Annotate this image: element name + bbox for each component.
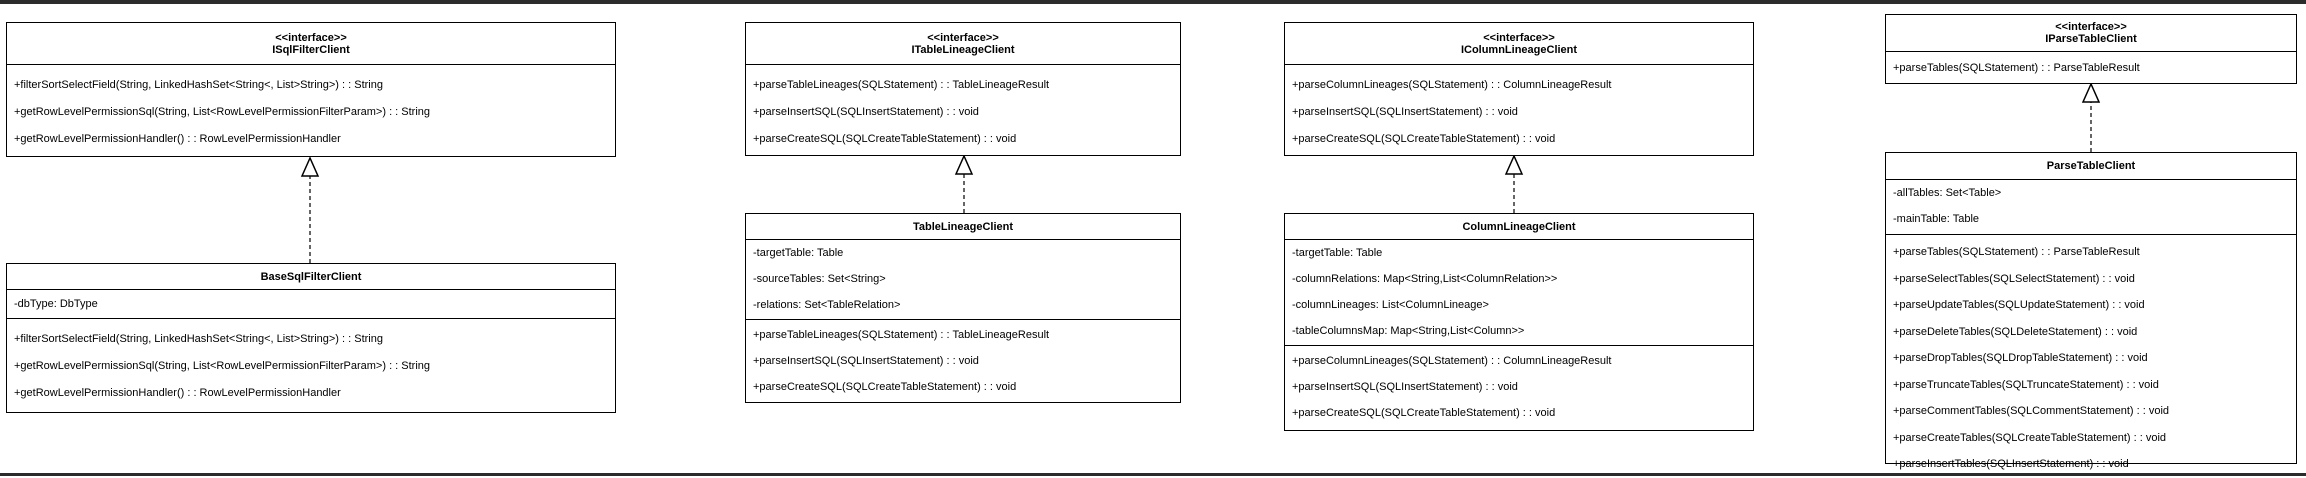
realization-arrow-basesqlfilter <box>300 156 320 263</box>
operations-compartment: +filterSortSelectField(String, LinkedHas… <box>7 65 615 152</box>
class-tablelineageclient[interactable]: TableLineageClient -targetTable: Table -… <box>745 213 1181 403</box>
bottom-frame-border <box>0 473 2306 476</box>
operations-compartment: +filterSortSelectField(String, LinkedHas… <box>7 319 615 406</box>
attributes-compartment: -dbType: DbType <box>7 290 615 319</box>
operation-row: +parseInsertSQL(SQLInsertStatement) : : … <box>753 355 979 367</box>
operations-compartment: +parseColumnLineages(SQLStatement) : : C… <box>1285 65 1753 152</box>
operations-compartment: +parseTableLineages(SQLStatement) : : Ta… <box>746 320 1180 400</box>
operation-row: +parseDeleteTables(SQLDeleteStatement) :… <box>1893 325 2138 338</box>
class-name: BaseSqlFilterClient <box>260 270 362 283</box>
class-name: ITableLineageClient <box>911 43 1015 56</box>
class-stereotype: <<interface>> <box>275 31 347 44</box>
realization-arrow-tablelineage <box>954 154 974 213</box>
attribute-row: -allTables: Set<Table> <box>1893 187 2002 199</box>
operation-row: +parseSelectTables(SQLSelectStatement) :… <box>1893 272 2135 285</box>
operation-row: +parseInsertSQL(SQLInsertStatement) : : … <box>1292 381 1518 393</box>
class-stereotype: <<interface>> <box>927 31 999 44</box>
class-iparsetableclient[interactable]: <<interface>> IParseTableClient +parseTa… <box>1885 14 2297 84</box>
operation-row: +parseInsertSQL(SQLInsertStatement) : : … <box>1292 105 1518 118</box>
realization-arrow-columnlineage <box>1504 154 1524 213</box>
class-itablelineageclient[interactable]: <<interface>> ITableLineageClient +parse… <box>745 22 1181 156</box>
class-header: TableLineageClient <box>746 214 1180 240</box>
class-isqlfilterclient[interactable]: <<interface>> ISqlFilterClient +filterSo… <box>6 22 616 157</box>
attributes-compartment: -targetTable: Table -columnRelations: Ma… <box>1285 240 1753 346</box>
class-header: ColumnLineageClient <box>1285 214 1753 240</box>
operation-row: +parseCommentTables(SQLCommentStatement)… <box>1893 405 2170 418</box>
class-header: ParseTableClient <box>1886 153 2296 180</box>
operation-row: +parseCreateSQL(SQLCreateTableStatement)… <box>753 381 1017 393</box>
attribute-row: -dbType: DbType <box>14 297 98 310</box>
operations-compartment: +parseTables(SQLStatement) : : ParseTabl… <box>1886 235 2296 478</box>
class-columnlineageclient[interactable]: ColumnLineageClient -targetTable: Table … <box>1284 213 1754 431</box>
operation-row: +parseColumnLineages(SQLStatement) : : C… <box>1292 355 1612 367</box>
operations-compartment: +parseColumnLineages(SQLStatement) : : C… <box>1285 346 1753 426</box>
class-name: ISqlFilterClient <box>272 43 350 56</box>
class-header: <<interface>> IColumnLineageClient <box>1285 23 1753 65</box>
class-header: <<interface>> ITableLineageClient <box>746 23 1180 65</box>
operation-row: +parseCreateSQL(SQLCreateTableStatement)… <box>753 132 1017 145</box>
class-name: IColumnLineageClient <box>1460 43 1578 56</box>
operations-compartment: +parseTableLineages(SQLStatement) : : Ta… <box>746 65 1180 152</box>
operation-row: +parseTruncateTables(SQLTruncateStatemen… <box>1893 378 2159 391</box>
attributes-compartment: -allTables: Set<Table> -mainTable: Table <box>1886 180 2296 235</box>
class-stereotype: <<interface>> <box>1483 31 1555 44</box>
operation-row: +parseInsertTables(SQLInsertStatement) :… <box>1893 458 2129 471</box>
operation-row: +filterSortSelectField(String, LinkedHas… <box>14 332 383 345</box>
class-icolumnlineageclient[interactable]: <<interface>> IColumnLineageClient +pars… <box>1284 22 1754 156</box>
top-frame-border <box>0 0 2306 4</box>
operation-row: +parseCreateTables(SQLCreateTableStateme… <box>1893 431 2167 444</box>
operation-row: +parseTableLineages(SQLStatement) : : Ta… <box>753 329 1050 341</box>
attribute-row: -mainTable: Table <box>1893 213 1980 225</box>
operation-row: +parseInsertSQL(SQLInsertStatement) : : … <box>753 105 979 118</box>
operation-row: +parseTables(SQLStatement) : : ParseTabl… <box>1893 246 2140 259</box>
operation-row: +parseTables(SQLStatement) : : ParseTabl… <box>1893 62 2140 74</box>
class-name: ColumnLineageClient <box>1462 220 1576 233</box>
class-name: ParseTableClient <box>2046 160 2136 172</box>
operation-row: +getRowLevelPermissionHandler() : : RowL… <box>14 386 341 399</box>
operation-row: +parseCreateSQL(SQLCreateTableStatement)… <box>1292 407 1556 419</box>
operation-row: +getRowLevelPermissionSql(String, List<R… <box>14 105 431 118</box>
operation-row: +getRowLevelPermissionHandler() : : RowL… <box>14 132 341 145</box>
attribute-row: -columnLineages: List<ColumnLineage> <box>1292 299 1489 311</box>
attribute-row: -sourceTables: Set<String> <box>753 273 886 285</box>
realization-arrow-parsetable <box>2081 82 2101 152</box>
class-header: <<interface>> ISqlFilterClient <box>7 23 615 65</box>
attribute-row: -targetTable: Table <box>1292 247 1383 259</box>
operation-row: +getRowLevelPermissionSql(String, List<R… <box>14 359 431 372</box>
operation-row: +parseDropTables(SQLDropTableStatement) … <box>1893 352 2148 365</box>
class-header: BaseSqlFilterClient <box>7 264 615 290</box>
operation-row: +parseTableLineages(SQLStatement) : : Ta… <box>753 78 1050 91</box>
class-header: <<interface>> IParseTableClient <box>1886 15 2296 52</box>
attributes-compartment: -targetTable: Table -sourceTables: Set<S… <box>746 240 1180 320</box>
operation-row: +parseColumnLineages(SQLStatement) : : C… <box>1292 78 1612 91</box>
operation-row: +parseUpdateTables(SQLUpdateStatement) :… <box>1893 299 2145 312</box>
class-name: IParseTableClient <box>2045 33 2137 45</box>
operation-row: +filterSortSelectField(String, LinkedHas… <box>14 78 383 91</box>
class-name: TableLineageClient <box>912 220 1014 233</box>
attribute-row: -columnRelations: Map<String,List<Column… <box>1292 273 1558 285</box>
operation-row: +parseCreateSQL(SQLCreateTableStatement)… <box>1292 132 1556 145</box>
attribute-row: -tableColumnsMap: Map<String,List<Column… <box>1292 325 1525 337</box>
class-stereotype: <<interface>> <box>2055 21 2127 33</box>
attribute-row: -relations: Set<TableRelation> <box>753 299 901 311</box>
class-basesqlfilterclient[interactable]: BaseSqlFilterClient -dbType: DbType +fil… <box>6 263 616 413</box>
class-parsetableclient[interactable]: ParseTableClient -allTables: Set<Table> … <box>1885 152 2297 470</box>
attribute-row: -targetTable: Table <box>753 247 844 259</box>
operations-compartment: +parseTables(SQLStatement) : : ParseTabl… <box>1886 52 2296 81</box>
